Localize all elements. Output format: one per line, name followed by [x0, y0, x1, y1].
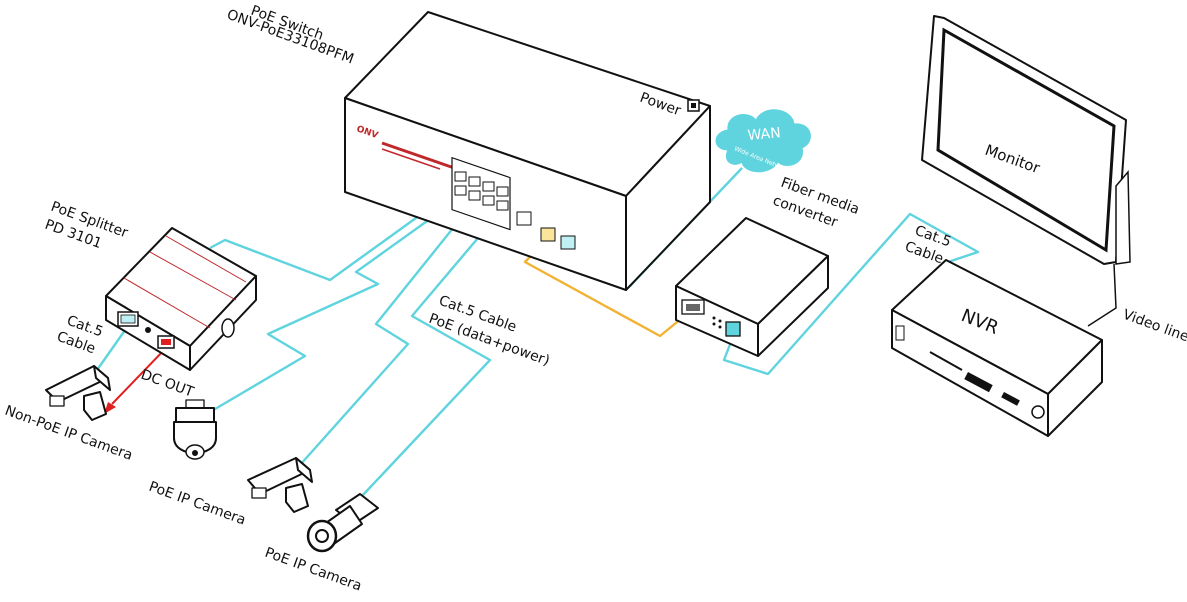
- non-poe-camera-icon[interactable]: [45, 365, 111, 421]
- switch-rj45-ports[interactable]: [454, 171, 509, 211]
- cable-converter-to-nvr: [722, 212, 980, 376]
- poe-bullet-camera-icon[interactable]: [247, 457, 313, 513]
- dome-camera-icon[interactable]: [173, 399, 217, 460]
- poe-switch[interactable]: ONV: [344, 11, 711, 291]
- dc-out-cable: [111, 347, 167, 405]
- cable-switch-to-bullet-camera-2: [299, 201, 475, 466]
- poe-camera-label-2: PoE IP Camera: [263, 545, 364, 595]
- cable-switch-to-box-camera: [361, 211, 501, 497]
- nvr[interactable]: NVR: [891, 259, 1103, 437]
- cable-switch-to-splitter: [209, 191, 453, 282]
- wan-cloud[interactable]: WAN Wide Area Network: [715, 109, 811, 174]
- dc-out-label: DC OUT: [139, 367, 196, 401]
- power-socket-icon: [687, 99, 700, 112]
- wan-label: WAN: [747, 125, 781, 144]
- cable-switch-to-dome-camera: [209, 195, 463, 414]
- fiber-media-converter[interactable]: [675, 217, 829, 357]
- poe-box-camera-icon[interactable]: [306, 493, 379, 553]
- non-poe-camera-label: Non-PoE IP Camera: [3, 403, 135, 464]
- poe-splitter[interactable]: [105, 227, 257, 371]
- video-line-label: Video line: [1121, 307, 1187, 346]
- poe-camera-label-1: PoE IP Camera: [147, 479, 248, 529]
- monitor[interactable]: Monitor: [921, 15, 1131, 265]
- switch-sfp-ports[interactable]: [516, 211, 576, 250]
- video-line: [1087, 263, 1117, 327]
- dc-out-arrow-head: [104, 402, 116, 414]
